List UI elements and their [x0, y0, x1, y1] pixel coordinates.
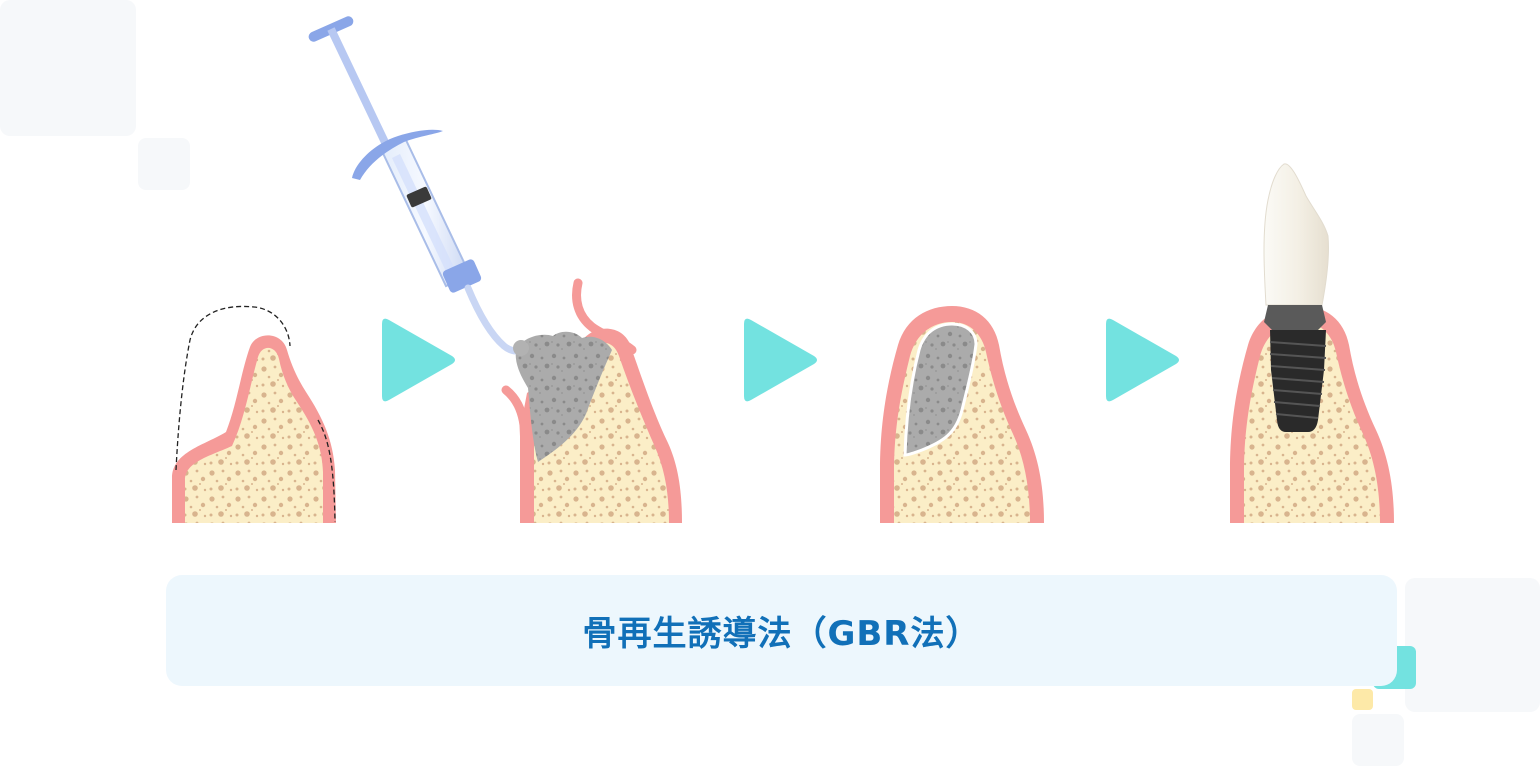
play-triangle-icon: [1106, 318, 1179, 402]
decor-square-small-bottom: [1352, 714, 1404, 766]
graft-extruded: [513, 340, 529, 356]
syringe-nozzle: [464, 284, 524, 355]
bone-graft-material: [515, 331, 612, 462]
syringe-finger-flange: [352, 129, 443, 180]
regenerated-bone-graft: [903, 322, 978, 457]
decor-square-small-top: [138, 138, 190, 190]
decor-square-top-left: [0, 0, 136, 136]
play-triangle-icon: [744, 318, 817, 402]
bone-tissue: [185, 347, 323, 523]
caption-bar: 骨再生誘導法（GBR法）: [166, 575, 1397, 686]
syringe-plunger-rod: [327, 27, 396, 159]
implant-crown: [1263, 163, 1330, 306]
implant-abutment: [1264, 305, 1326, 330]
step-graft-injection: [501, 278, 682, 523]
play-triangle-icon: [382, 318, 455, 402]
syringe-stopper: [406, 186, 432, 208]
gum-flap-retracted: [572, 278, 637, 355]
syringe-icon: [308, 16, 529, 356]
decor-square-yellow: [1352, 689, 1373, 710]
decor-square-bottom-right: [1405, 578, 1540, 712]
implant-threads: [1269, 341, 1327, 419]
original-bone-outline-right: [317, 419, 336, 523]
caption-title: 骨再生誘導法（GBR法）: [582, 614, 981, 654]
step-bone-loss: [172, 305, 336, 523]
syringe-liquid: [392, 154, 460, 284]
step-implant-placed: [1230, 163, 1394, 523]
step-bone-regenerated: [880, 306, 1044, 523]
syringe-hub: [442, 259, 482, 293]
original-bone-outline: [175, 305, 291, 471]
gum-flap-left: [501, 385, 531, 475]
